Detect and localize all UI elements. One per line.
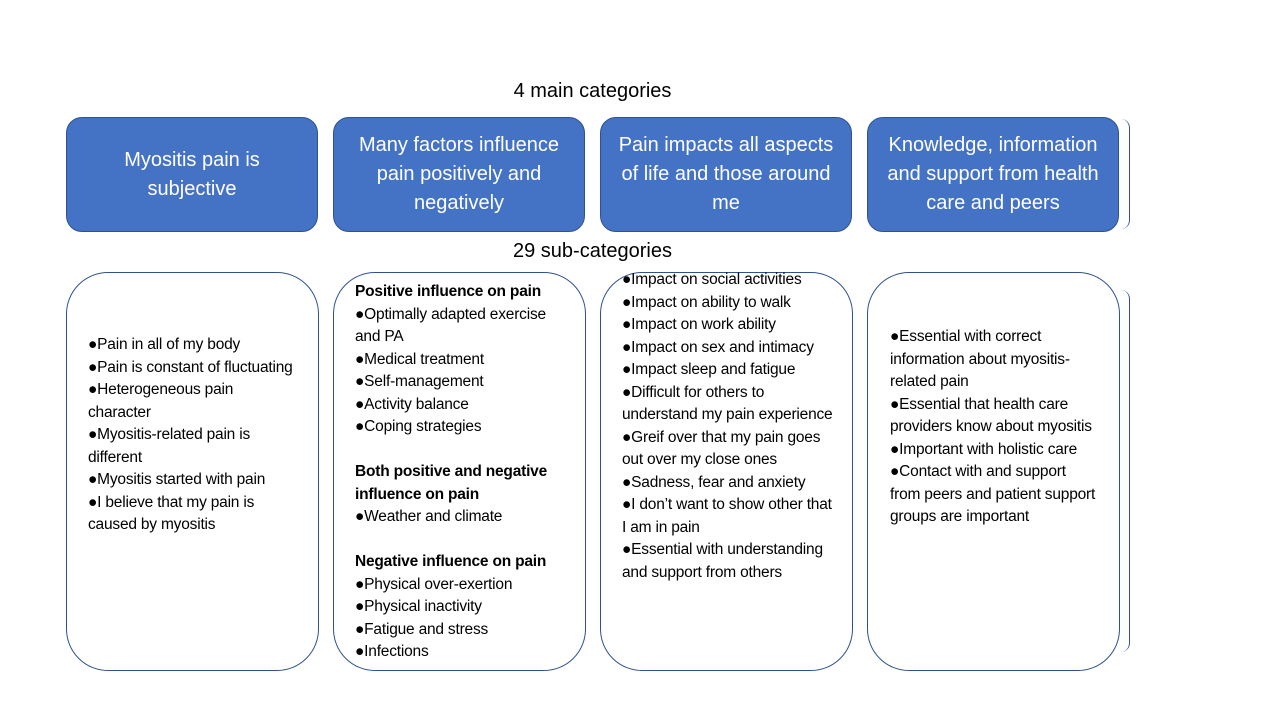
subcategory-list-1: ●Pain in all of my body ●Pain is constan… [88, 334, 298, 537]
list-item: ●Activity balance [355, 395, 469, 413]
list-item: ●Optimally adapted exercise and PA [355, 305, 546, 346]
list-item: ●Important with holistic care [890, 440, 1078, 458]
group-heading: Negative influence on pain [355, 553, 547, 570]
list-item: ●Weather and climate [355, 508, 503, 525]
list-item: ●Impact on sex and intimacy [622, 338, 814, 356]
subcategory-list-2: Positive influence on pain ●Optimally ad… [355, 281, 570, 664]
category-box-1: Myositis pain is subjective [66, 117, 318, 232]
list-item: ●Coping strategies [355, 418, 482, 435]
category-box-4: Knowledge, information and support from … [867, 117, 1119, 232]
group-heading: Both positive and negative influence on … [355, 463, 548, 503]
list-item: ●Infections [355, 643, 429, 660]
main-categories-title: 4 main categories [513, 80, 672, 102]
category-box-3: Pain impacts all aspects of life and tho… [600, 117, 852, 232]
category-label: Knowledge, information and support from … [887, 134, 1099, 214]
subcategory-box-1 [66, 272, 319, 671]
group-heading: Positive influence on pain [355, 283, 541, 300]
list-item: ●Medical treatment [355, 350, 484, 368]
list-item: ●Myositis started with pain [88, 471, 266, 488]
list-item: ●Impact sleep and fatigue [622, 361, 796, 378]
list-item: ●I believe that my pain is caused by myo… [88, 493, 255, 534]
list-item: ●Sadness, fear and anxiety [622, 473, 806, 491]
category-label: Pain impacts all aspects of life and tho… [618, 134, 834, 214]
list-item: ●I don’t want to show other that I am in… [622, 496, 832, 536]
list-item: ●Physical inactivity [355, 598, 482, 615]
list-item: ●Myositis-related pain is different [88, 426, 251, 466]
list-item: ●Physical over-exertion [355, 575, 513, 593]
box-edge-decoration [1121, 119, 1130, 229]
list-item: ●Contact with and support from peers and… [890, 463, 1096, 525]
sub-categories-title: 29 sub-categories [513, 240, 672, 262]
subcategory-list-3: ●Impact on social activities ●Impact on … [622, 269, 834, 584]
list-item: ●Self-management [355, 373, 484, 390]
list-item: ●Heterogeneous pain character [88, 381, 234, 421]
list-item: ●Impact on work ability [622, 316, 776, 333]
list-item: ●Impact on social activities [622, 271, 802, 288]
category-box-2: Many factors influence pain positively a… [333, 117, 585, 232]
subcategory-box-4 [867, 272, 1120, 671]
list-item: ●Essential with understanding and suppor… [622, 541, 823, 581]
subcategory-list-4: ●Essential with correct information abou… [890, 326, 1100, 529]
category-label: Myositis pain is subjective [124, 148, 260, 200]
list-item: ●Greif over that my pain goes out over m… [622, 428, 821, 469]
list-item: ●Pain is constant of fluctuating [88, 358, 293, 376]
subcategory-box-2 [333, 272, 586, 671]
list-item: ●Impact on ability to walk [622, 293, 791, 311]
list-item: ●Essential with correct information abou… [890, 328, 1070, 390]
category-label: Many factors influence pain positively a… [358, 134, 560, 214]
list-item: ●Essential that health care providers kn… [890, 395, 1092, 436]
subcategory-box-3 [600, 272, 853, 671]
box-edge-decoration [1121, 290, 1130, 652]
list-item: ●Fatigue and stress [355, 620, 489, 638]
list-item: ●Pain in all of my body [88, 336, 241, 353]
list-item: ●Difficult for others to understand my p… [622, 383, 833, 424]
